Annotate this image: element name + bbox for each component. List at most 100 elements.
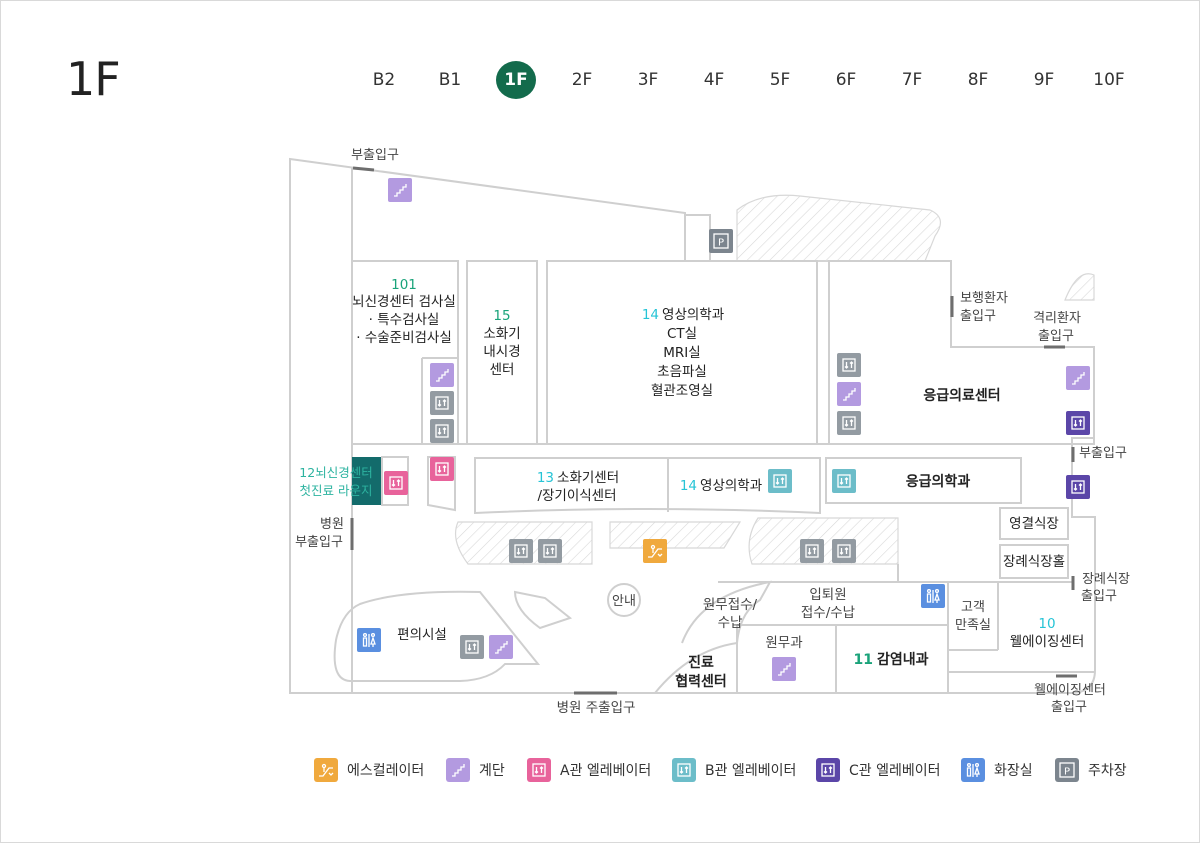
elevator-icon <box>538 539 562 563</box>
legend-item: C관 엘레베이터 <box>816 757 941 783</box>
cafeteria-label: 영결식장 <box>1009 516 1059 532</box>
floor-tab-10f[interactable]: 10F <box>1093 70 1125 90</box>
legend-item: 에스컬레이터 <box>314 757 424 783</box>
floor-tab-3f[interactable]: 3F <box>637 70 659 90</box>
label-entrance-right: 부출입구 <box>1079 446 1127 461</box>
lounge-box <box>352 457 381 505</box>
escalator-icon <box>314 758 338 782</box>
info-label: 안내 <box>612 594 636 609</box>
emergency-center-label: 응급의료센터 <box>923 387 1000 404</box>
room11-name: 감염내과 <box>877 651 929 668</box>
elevator-b-icon <box>672 758 696 782</box>
admission-label1: 입퇴원 <box>809 587 846 603</box>
admin-dept-label: 원무과 <box>765 635 802 651</box>
legend-item: B관 엘레베이터 <box>672 757 796 783</box>
admission-label2: 접수/수납 <box>801 605 855 621</box>
parking-icon: P <box>1055 758 1079 782</box>
svg-text:P: P <box>1064 767 1070 778</box>
floor-tab-6f[interactable]: 6F <box>835 70 857 90</box>
hospital-sub-label2: 부출입구 <box>295 535 343 550</box>
floor-tab-1f[interactable]: 1F <box>496 61 536 99</box>
elevator-icon <box>430 391 454 415</box>
floor-tab-b2[interactable]: B2 <box>372 70 396 90</box>
elevator-b-icon <box>832 469 856 493</box>
isolation-label1: 격리환자 <box>1033 311 1081 326</box>
restroom-icon <box>961 758 985 782</box>
floor-title: 1F <box>66 52 121 106</box>
funeral-entrance-label2: 출입구 <box>1081 589 1117 604</box>
room14b-number: 14 <box>680 478 697 494</box>
legend-label: B관 엘레베이터 <box>705 763 797 779</box>
elevator-c-icon <box>1066 475 1090 499</box>
elevator-c-icon <box>1066 411 1090 435</box>
floor-tab-b1[interactable]: B1 <box>438 70 462 90</box>
room101-sub2: · 수술준비검사실 <box>356 330 452 346</box>
funeral-hall-label: 장례식장홀 <box>1003 554 1065 570</box>
lounge-number: 12 <box>299 465 315 480</box>
lounge-title: 12뇌신경센터 <box>299 465 372 480</box>
elevator-icon <box>837 353 861 377</box>
elevator-icon <box>430 419 454 443</box>
legend-label: 주차장 <box>1088 763 1127 779</box>
wellaging-entrance-label2: 출입구 <box>1051 700 1087 715</box>
room15-number: 15 <box>493 308 510 324</box>
room10-name: 웰에이징센터 <box>1010 634 1085 650</box>
stairs-icon <box>837 382 861 406</box>
room14-number: 14 <box>642 307 659 323</box>
legend-label: 에스컬레이터 <box>347 763 425 779</box>
floor-tab-5f[interactable]: 5F <box>769 70 791 90</box>
floor-tab-9f[interactable]: 9F <box>1033 70 1055 90</box>
admin-reception-label2: 수납 <box>718 615 743 631</box>
room14-angiography: 혈관조영실 <box>651 383 713 399</box>
customer-label2: 만족실 <box>955 618 991 633</box>
lounge-line2: 첫진료 라운지 <box>300 483 373 498</box>
room13-line2: /장기이식센터 <box>537 488 616 504</box>
floor-tab-8f[interactable]: 8F <box>967 70 989 90</box>
legend-label: C관 엘레베이터 <box>849 763 941 779</box>
elevator-icon <box>837 411 861 435</box>
elevator-a-icon <box>527 758 551 782</box>
floor-tab-7f[interactable]: 7F <box>901 70 923 90</box>
elevator-icon <box>509 539 533 563</box>
main-entrance-label: 병원 주출입구 <box>557 700 636 716</box>
hospital-sub-label1: 병원 <box>320 517 344 532</box>
stairs-icon <box>1066 366 1090 390</box>
isolation-label2: 출입구 <box>1038 329 1074 344</box>
elevator-a-icon <box>384 471 408 495</box>
stairs-icon <box>430 363 454 387</box>
floor-tabs: B2 B1 1F 2F 3F 4F 5F 6F 7F 8F 9F 10F <box>364 61 1134 99</box>
funeral-entrance-label1: 장례식장 <box>1082 572 1130 587</box>
map-icons: P <box>357 178 1090 681</box>
elevator-b-icon <box>768 469 792 493</box>
elevator-c-icon <box>816 758 840 782</box>
room101-sub1: · 특수검사실 <box>369 312 440 328</box>
lounge-line1: 뇌신경센터 <box>315 465 373 480</box>
legend-item: 계단 <box>446 757 505 783</box>
room-walls <box>333 260 1095 694</box>
room15-line1: 소화기 <box>483 326 520 342</box>
legend-item: A관 엘레베이터 <box>527 757 651 783</box>
floor-tab-2f[interactable]: 2F <box>571 70 593 90</box>
legend-item: 화장실 <box>961 757 1033 783</box>
room10-number: 10 <box>1038 616 1055 632</box>
admin-reception-label1: 원무접수/ <box>703 597 758 613</box>
legend-label: A관 엘레베이터 <box>560 763 652 779</box>
legend-label: 계단 <box>479 763 505 779</box>
entrance-markers <box>350 166 1077 695</box>
walking-patient-label2: 출입구 <box>960 309 996 324</box>
room15-line2: 내시경 <box>483 344 520 360</box>
referral-label1: 진료 <box>688 654 714 671</box>
escalator-icon <box>643 539 667 563</box>
map-legend: 에스컬레이터 계단 A관 엘레베이터 B관 엘레베이터 C관 엘레베이터 화장실 P 주차장 <box>314 757 1144 783</box>
room13-line1: 소화기센터 <box>557 470 619 486</box>
svg-text:P: P <box>718 238 724 249</box>
walking-patient-label1: 보행환자 <box>960 290 1008 306</box>
room14-mri: MRI실 <box>663 345 700 361</box>
floor-tab-4f[interactable]: 4F <box>703 70 725 90</box>
wellaging-entrance-label1: 웰에이징센터 <box>1034 683 1106 698</box>
label-entrance-top: 부출입구 <box>351 148 399 163</box>
hatched-areas <box>455 194 1095 565</box>
